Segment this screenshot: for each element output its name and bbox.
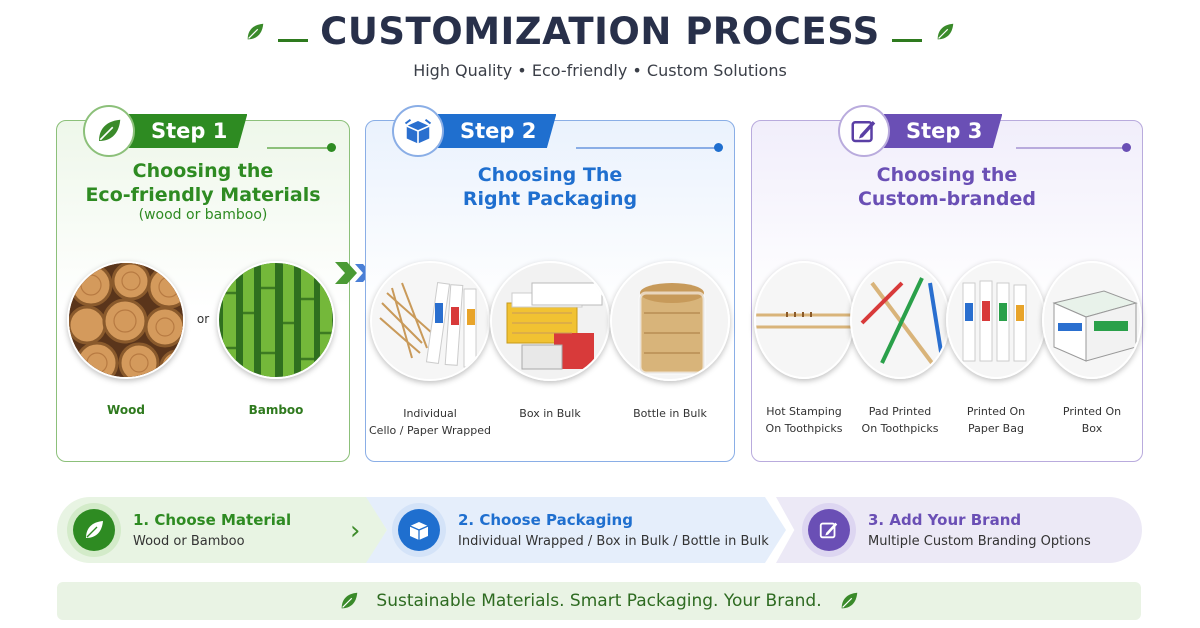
- flow-step-1-title: 1. Choose Material: [133, 511, 292, 529]
- step-3-connector-dot: [1122, 143, 1131, 152]
- box-icon: [392, 105, 444, 157]
- step-1-connector-line: [267, 147, 329, 149]
- hot-stamping-label: Hot Stamping On Toothpicks: [752, 403, 856, 437]
- flow-step-1-text: 1. Choose Material Wood or Bamboo: [133, 511, 291, 549]
- step-1-subtitle: (wood or bamboo): [138, 207, 268, 223]
- step-1-badge: Step 1: [83, 104, 248, 158]
- step-1-title-line1: Choosing the: [132, 160, 274, 182]
- step-1-connector-dot: [327, 143, 336, 152]
- step-3-title-line1: Choosing the: [876, 164, 1018, 186]
- step-2-title-line1: Choosing The: [477, 164, 623, 186]
- printed-box-label-line1: Printed On: [1062, 405, 1122, 418]
- step-3-title: Choosing the Custom-branded: [752, 163, 1142, 211]
- or-connector: or: [196, 312, 210, 326]
- title-underline-left: [278, 39, 309, 42]
- flow-step-2-text: 2. Choose Packaging Individual Wrapped /…: [458, 511, 769, 549]
- individual-wrapped-image: [370, 261, 490, 381]
- pad-printed-label-line1: Pad Printed: [868, 405, 932, 418]
- leaf-icon: [338, 590, 360, 612]
- flow-step-2-title: 2. Choose Packaging: [458, 511, 633, 529]
- footer-banner: Sustainable Materials. Smart Packaging. …: [57, 582, 1141, 620]
- title-underline-right: [891, 39, 922, 42]
- flow-step-3-desc: Multiple Custom Branding Options: [868, 534, 1091, 549]
- pad-printed-image: [850, 261, 950, 379]
- printed-paper-bag-label: Printed On Paper Bag: [946, 403, 1046, 437]
- page-title: CUSTOMIZATION PROCESS: [320, 10, 880, 53]
- box-in-bulk-image: [490, 261, 610, 381]
- step-3-card: Step 3 Choosing the Custom-branded: [751, 105, 1143, 462]
- step-2-card: Step 2 Choosing The Right Packaging: [365, 105, 735, 462]
- chevron-right-icon: ›: [350, 516, 361, 546]
- flow-step-1: 1. Choose Material Wood or Bamboo: [57, 497, 387, 563]
- flow-step-3-text: 3. Add Your Brand Multiple Custom Brandi…: [868, 511, 1091, 549]
- individual-wrapped-label: Individual Cello / Paper Wrapped: [366, 405, 494, 439]
- pad-printed-label: Pad Printed On Toothpicks: [850, 403, 950, 437]
- printed-box-image: [1042, 261, 1142, 379]
- box-in-bulk-label: Box in Bulk: [519, 407, 581, 420]
- individual-wrapped-label-line2: Cello / Paper Wrapped: [369, 424, 491, 437]
- flow-step-2: 2. Choose Packaging Individual Wrapped /…: [366, 497, 786, 563]
- leaf-icon: [83, 105, 135, 157]
- step-3-badge: Step 3: [838, 104, 1003, 158]
- wood-label: Wood: [107, 403, 145, 417]
- pencil-square-icon: [802, 503, 856, 557]
- step-3-title-line2: Custom-branded: [857, 188, 1036, 210]
- hot-stamping-label-line2: On Toothpicks: [765, 422, 843, 435]
- step-1-title: Choosing the Eco-friendly Materials: [57, 159, 349, 207]
- bamboo-label: Bamboo: [248, 403, 304, 417]
- printed-box-label: Printed On Box: [1042, 403, 1142, 437]
- step-1-card: Step 1 Choosing the Eco-friendly Materia…: [56, 105, 350, 462]
- bamboo-image: [217, 261, 335, 379]
- step-1-title-line2: Eco-friendly Materials: [85, 184, 321, 206]
- leaf-icon: [934, 21, 956, 43]
- bottle-in-bulk-label: Bottle in Bulk: [633, 407, 707, 420]
- step-2-title-line2: Right Packaging: [462, 188, 638, 210]
- printed-box-label-line2: Box: [1081, 422, 1103, 435]
- step-3-connector-line: [1016, 147, 1126, 149]
- leaf-icon: [838, 590, 860, 612]
- box-icon: [392, 503, 446, 557]
- step-2-label: Step 2: [438, 114, 557, 148]
- flow-step-3: 3. Add Your Brand Multiple Custom Brandi…: [776, 497, 1142, 563]
- step-2-title: Choosing The Right Packaging: [366, 163, 734, 211]
- individual-wrapped-label-line1: Individual: [403, 407, 457, 420]
- step-2-connector-dot: [714, 143, 723, 152]
- printed-paper-bag-label-line1: Printed On: [966, 405, 1026, 418]
- flow-step-2-desc: Individual Wrapped / Box in Bulk / Bottl…: [458, 534, 769, 549]
- title-row: CUSTOMIZATION PROCESS: [0, 10, 1200, 53]
- leaf-icon: [67, 503, 121, 557]
- pad-printed-label-line2: On Toothpicks: [861, 422, 939, 435]
- hot-stamping-label-line1: Hot Stamping: [766, 405, 842, 418]
- flow-step-3-title: 3. Add Your Brand: [868, 511, 1022, 529]
- step-1-label: Step 1: [129, 114, 248, 148]
- flow-step-1-desc: Wood or Bamboo: [133, 534, 245, 549]
- pencil-square-icon: [838, 105, 890, 157]
- header: CUSTOMIZATION PROCESS High Quality • Eco…: [0, 10, 1200, 80]
- wood-logs-image: [67, 261, 185, 379]
- leaf-icon: [244, 21, 266, 43]
- step-2-connector-line: [576, 147, 718, 149]
- printed-paper-bag-image: [946, 261, 1046, 379]
- step-2-badge: Step 2: [392, 104, 557, 158]
- printed-paper-bag-label-line2: Paper Bag: [968, 422, 1024, 435]
- bottle-in-bulk-image: [610, 261, 730, 381]
- footer-tagline: Sustainable Materials. Smart Packaging. …: [376, 591, 822, 611]
- page-subtitle: High Quality • Eco-friendly • Custom Sol…: [413, 61, 787, 80]
- hot-stamping-image: [754, 261, 854, 379]
- step-3-label: Step 3: [884, 114, 1003, 148]
